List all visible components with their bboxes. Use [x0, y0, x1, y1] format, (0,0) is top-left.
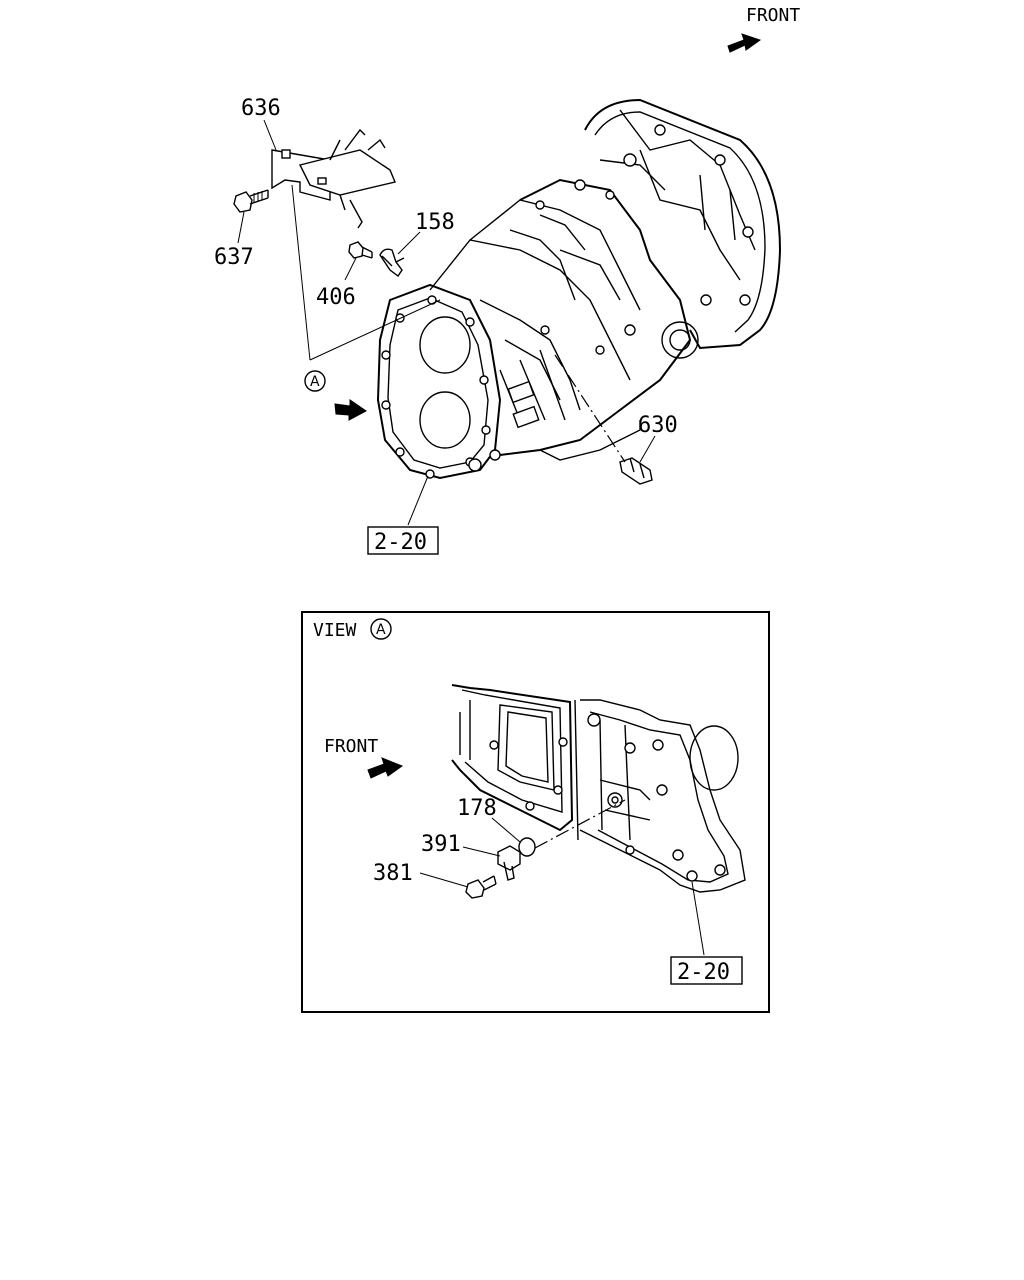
- ref-box-top: 2-20: [367, 526, 439, 555]
- front-arrow-icon: [727, 33, 762, 53]
- case-detail: [451, 684, 746, 893]
- bolt-part-637: [233, 189, 269, 213]
- detail-view-marker: A: [370, 618, 392, 640]
- bolt-part-381: [465, 875, 497, 899]
- detail-leader-lines: [419, 799, 705, 956]
- direction-arrow-icon: [334, 399, 367, 421]
- ref-box-detail: 2-20: [670, 956, 743, 985]
- detail-front-label: FRONT: [324, 736, 378, 757]
- transmission-case: [429, 178, 699, 461]
- callout-406: 406: [316, 285, 356, 310]
- callout-158: 158: [415, 210, 455, 235]
- view-a-marker: A: [304, 370, 326, 392]
- bell-housing: [584, 98, 782, 350]
- front-label: FRONT: [746, 5, 800, 26]
- detail-view-marker-label: A: [376, 622, 386, 638]
- detail-front-arrow-icon: [367, 757, 404, 779]
- bolt-part-406: [348, 241, 373, 259]
- clip-part-158: [379, 248, 405, 278]
- detail-view-title: VIEW: [313, 620, 357, 641]
- ref-box-detail-label: 2-20: [677, 960, 730, 985]
- rear-housing: [376, 283, 502, 480]
- sensor-part-391: [497, 845, 521, 881]
- leader-lines: [237, 119, 656, 526]
- oring-part-178: [518, 837, 536, 857]
- callout-630: 630: [638, 413, 678, 438]
- callout-637: 637: [214, 245, 254, 270]
- callout-636: 636: [241, 96, 281, 121]
- callout-178: 178: [457, 796, 497, 821]
- detail-view: VIEW A FRONT: [301, 611, 770, 1013]
- view-a-marker-label: A: [310, 374, 320, 390]
- top-view: FRONT: [214, 5, 800, 555]
- bracket-part-636: [271, 128, 396, 229]
- ref-box-top-label: 2-20: [374, 530, 427, 555]
- callout-391: 391: [421, 832, 461, 857]
- switch-part-630: [619, 457, 653, 485]
- callout-381: 381: [373, 861, 413, 886]
